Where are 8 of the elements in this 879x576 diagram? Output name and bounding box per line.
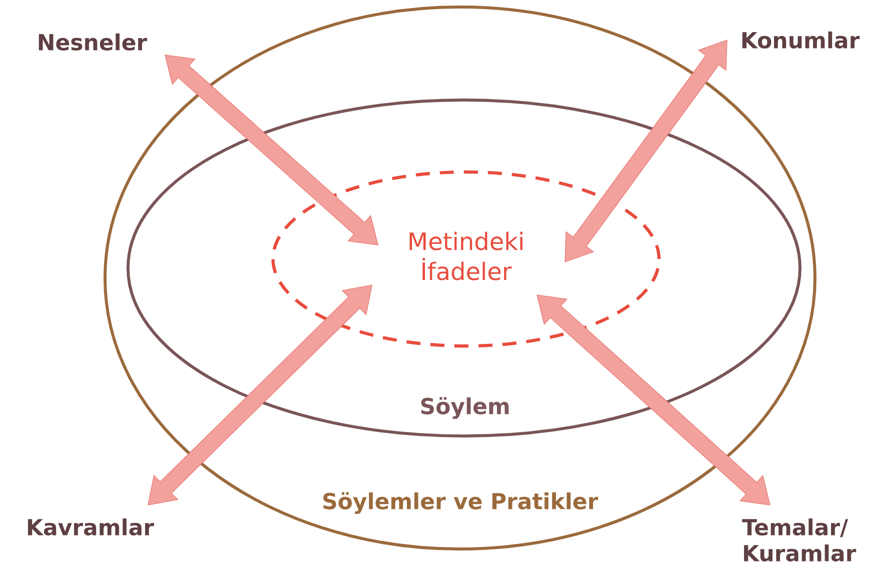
double-arrow (164, 54, 378, 246)
label: Konumlar (742, 31, 860, 49)
label: Kavramlar (28, 518, 154, 536)
double-arrow (564, 40, 728, 262)
double-arrow (148, 284, 372, 506)
label: Nesneler (38, 33, 148, 51)
label: Temalar/ Kuramlar (742, 518, 856, 562)
double-arrow (536, 294, 770, 506)
